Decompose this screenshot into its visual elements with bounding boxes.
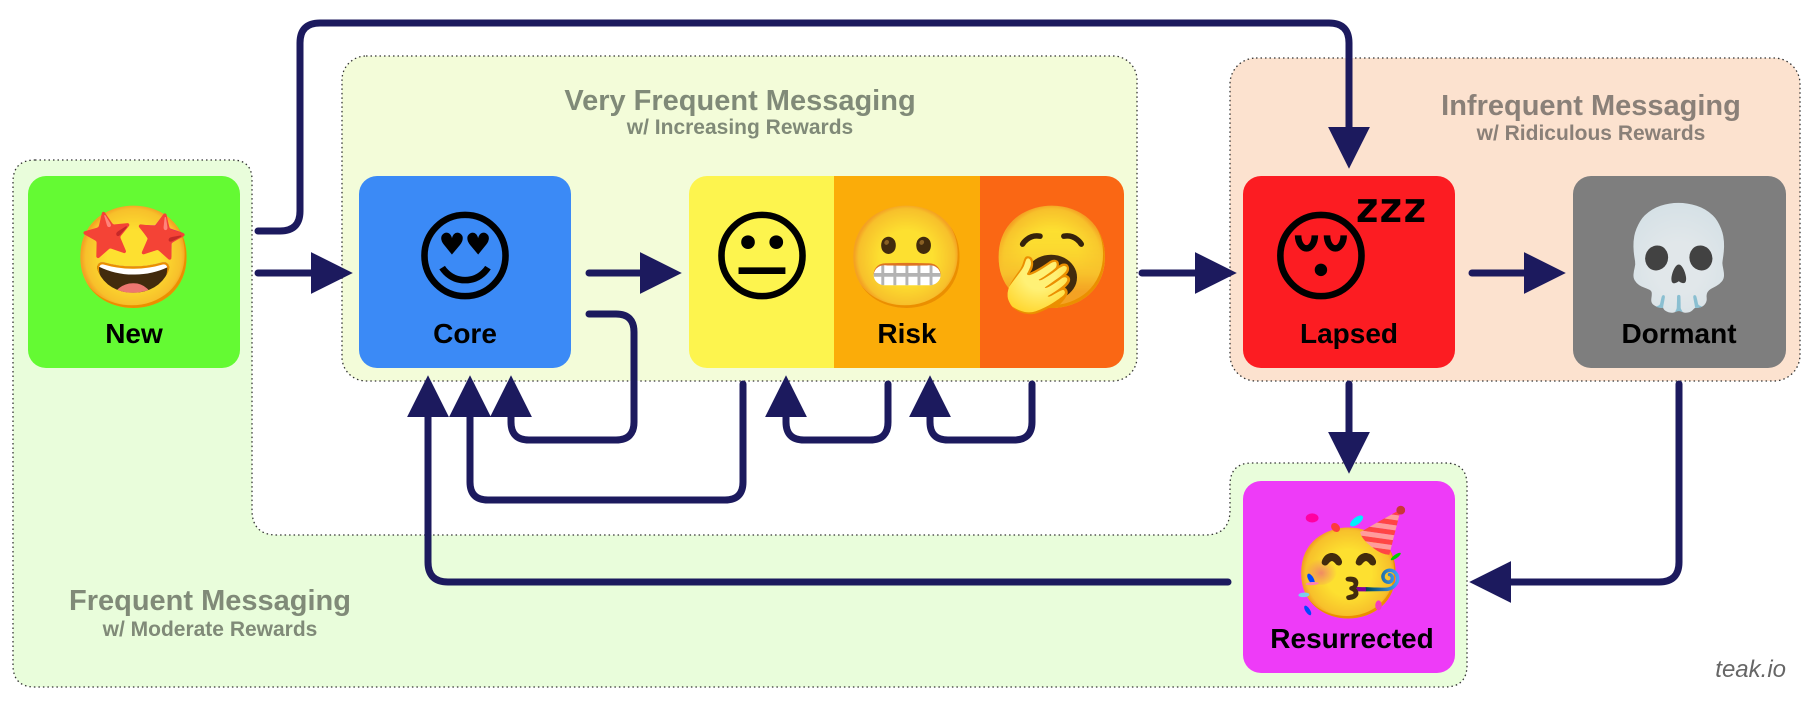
node-new-label: New bbox=[105, 318, 163, 349]
arrow-risk-stage-2-back bbox=[765, 375, 892, 444]
frequent-subtitle: w/ Moderate Rewards bbox=[102, 618, 318, 641]
node-core-label: Core bbox=[433, 318, 497, 349]
node-risk: 😐 😬 🥱 Risk bbox=[689, 176, 1124, 368]
arrows bbox=[254, 19, 1683, 603]
neutral-face-emoji-icon: 😐 bbox=[710, 199, 814, 316]
node-dormant-box bbox=[1573, 176, 1786, 368]
node-new-box bbox=[28, 176, 240, 368]
heart-eyes-emoji-icon: 😍 bbox=[413, 199, 517, 316]
node-lapsed: 😴 Lapsed bbox=[1243, 176, 1455, 368]
infrequent-title: Infrequent Messaging bbox=[1441, 90, 1741, 122]
node-resurrected-box bbox=[1243, 481, 1455, 673]
risk-stage-3 bbox=[980, 176, 1124, 368]
node-dormant-label: Dormant bbox=[1621, 318, 1736, 349]
watermark: teak.io bbox=[1715, 656, 1786, 683]
infrequent-subtitle: w/ Ridiculous Rewards bbox=[1476, 122, 1706, 145]
arrow-new-to-lapsed bbox=[254, 19, 1370, 235]
arrow-risk-stage-3-back bbox=[909, 375, 1036, 444]
sleeping-emoji-icon: 😴 bbox=[1269, 199, 1429, 316]
node-dormant: 💀 Dormant bbox=[1573, 176, 1786, 368]
node-lapsed-box bbox=[1243, 176, 1455, 368]
node-risk-label: Risk bbox=[877, 318, 937, 349]
arrow-core-self-loop bbox=[490, 310, 638, 444]
node-core: 😍 Core bbox=[359, 176, 571, 368]
grimace-emoji-icon: 😬 bbox=[845, 199, 970, 316]
node-new: 🤩 New bbox=[28, 176, 240, 368]
frequent-title: Frequent Messaging bbox=[69, 585, 351, 617]
star-struck-emoji-icon: 🤩 bbox=[72, 199, 197, 316]
very-frequent-title: Very Frequent Messaging bbox=[564, 85, 915, 117]
risk-stage-1 bbox=[689, 176, 834, 368]
node-core-box bbox=[359, 176, 571, 368]
region-frequent-messaging bbox=[12, 159, 1468, 688]
node-resurrected-label: Resurrected bbox=[1270, 623, 1433, 654]
arrow-resurrected-to-core bbox=[407, 375, 1232, 586]
arrow-risk-to-core bbox=[449, 375, 747, 504]
risk-stage-2 bbox=[834, 176, 980, 368]
party-face-emoji-icon: 🥳 bbox=[1287, 503, 1412, 621]
node-resurrected: 🥳 Resurrected bbox=[1243, 481, 1455, 673]
node-lapsed-label: Lapsed bbox=[1300, 318, 1398, 349]
arrow-dormant-to-resurrected bbox=[1469, 380, 1683, 603]
yawn-emoji-icon: 🥱 bbox=[990, 199, 1115, 317]
skull-emoji-icon: 💀 bbox=[1617, 199, 1742, 316]
very-frequent-subtitle: w/ Increasing Rewards bbox=[626, 116, 853, 139]
